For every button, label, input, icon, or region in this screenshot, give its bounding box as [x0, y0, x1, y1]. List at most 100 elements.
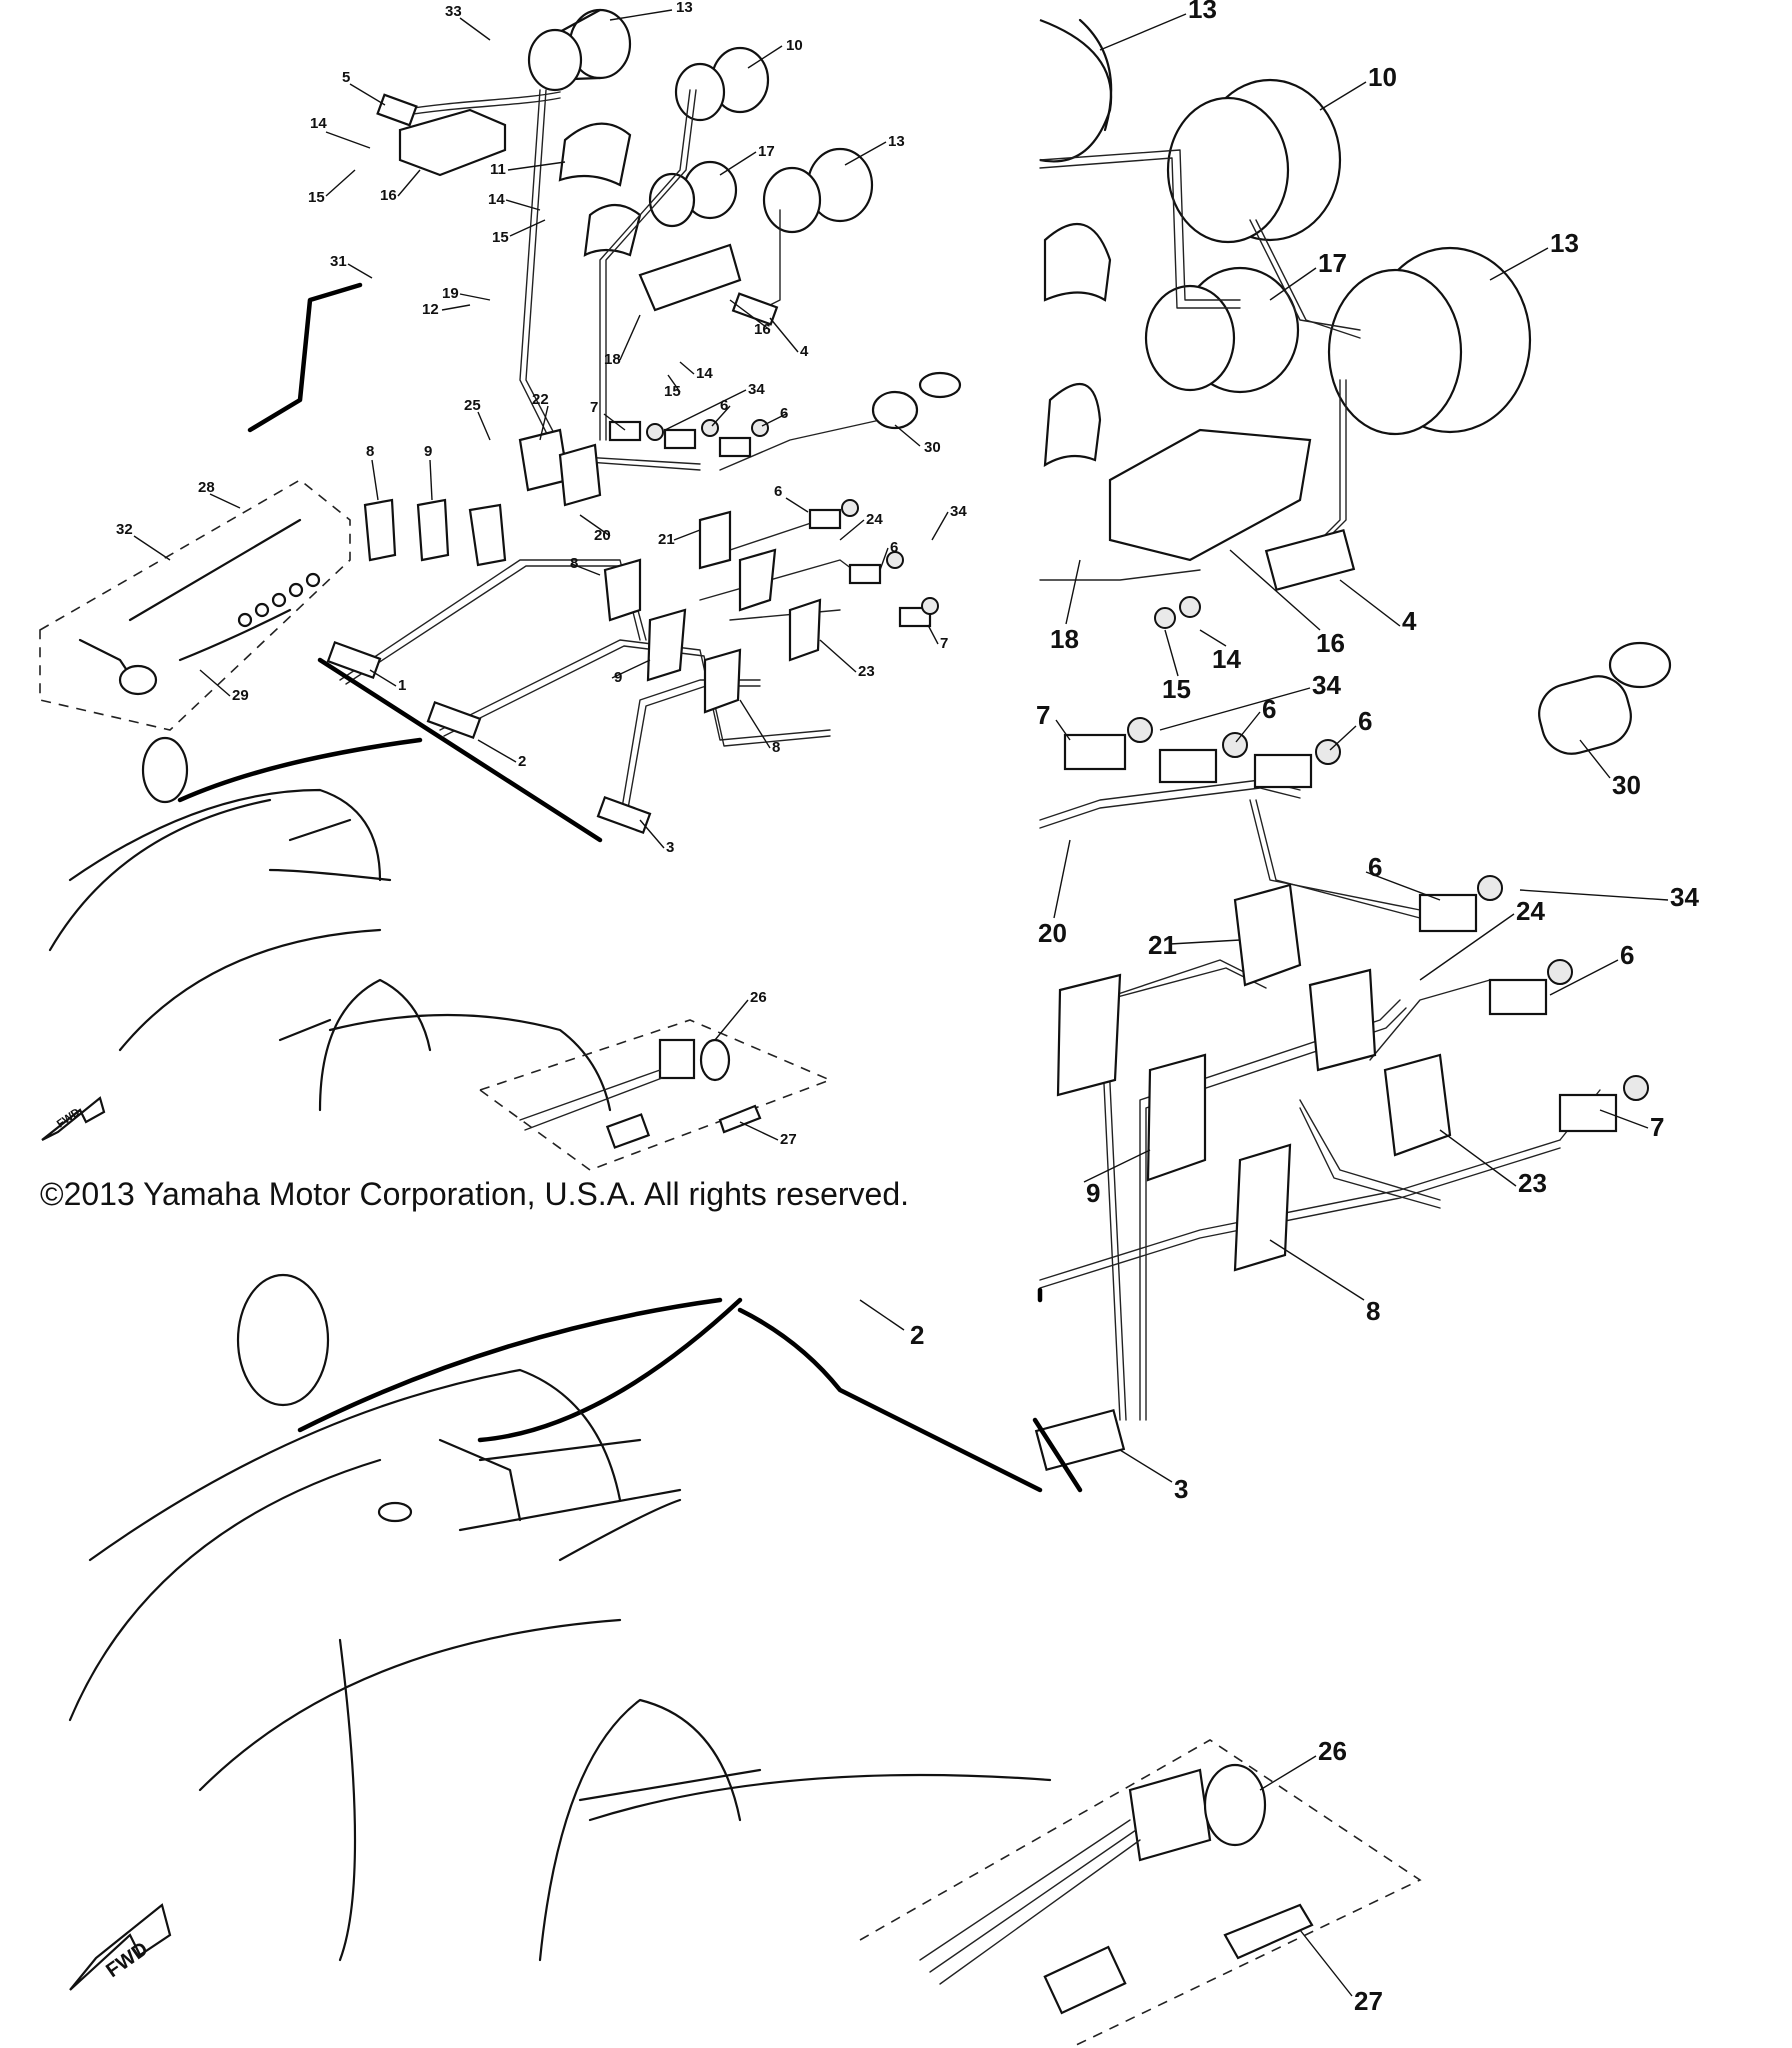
leader-line [679, 361, 695, 375]
label-29: 29 [232, 687, 249, 704]
label-30: 30 [924, 439, 941, 456]
leader-line [747, 45, 783, 69]
label-26: 26 [750, 989, 767, 1006]
leader-line [539, 405, 549, 441]
label-34: 34 [748, 381, 765, 398]
label-8: 8 [570, 555, 578, 572]
main-switch-subassembly [478, 1019, 833, 1171]
label-14: 14 [1212, 644, 1241, 674]
label-8: 8 [366, 443, 374, 460]
leader-line [209, 493, 241, 509]
fuel-meter [674, 46, 770, 122]
label-8: 8 [772, 739, 780, 756]
label-15: 15 [308, 189, 325, 206]
leader-line [931, 511, 949, 541]
leader-line [1199, 629, 1227, 647]
leader-line [477, 739, 517, 763]
leader-line [769, 317, 799, 353]
leader-line [505, 199, 541, 211]
leader-line [371, 459, 379, 501]
speedometer-large [1039, 18, 1113, 163]
sender-subassembly [39, 479, 351, 731]
label-17: 17 [1318, 248, 1347, 278]
fwd-arrow-large [69, 1903, 172, 1991]
leader-line [603, 413, 626, 431]
leader-line [611, 659, 651, 679]
leader-line [1299, 1929, 1353, 1997]
label-28: 28 [198, 479, 215, 496]
leader-line [571, 563, 601, 576]
leader-line [1365, 871, 1441, 901]
fwd-arrow-small [41, 1096, 106, 1141]
leader-line [1235, 711, 1261, 743]
leader-line [1519, 889, 1669, 901]
label-23: 23 [1518, 1168, 1547, 1198]
leader-line [579, 514, 611, 537]
cap-large [1538, 641, 1672, 755]
speedometer-meter [527, 8, 632, 92]
label-21: 21 [658, 531, 675, 548]
label-8: 8 [1366, 1296, 1380, 1326]
connectors [326, 93, 939, 835]
leader-line [347, 263, 373, 279]
leader-line [1119, 1449, 1173, 1483]
harness-base-line [317, 657, 603, 843]
label-11: 11 [490, 161, 506, 178]
meter-bracket [638, 243, 742, 312]
label-7: 7 [940, 635, 948, 652]
tachometer-large [1327, 246, 1532, 436]
leader-line [349, 83, 386, 106]
leader-line [133, 535, 171, 561]
meter-bracket-large [1108, 428, 1312, 562]
part-labels-large: 13 10 17 13 18 16 4 14 15 7 34 6 6 30 20… [102, 0, 1699, 2016]
detail-diagram [1032, 18, 1672, 1493]
leader-line [507, 161, 566, 171]
label-3: 3 [1174, 1474, 1188, 1504]
leader-line [1099, 13, 1187, 51]
leader-line [325, 131, 371, 149]
leader-line [609, 9, 673, 21]
hose [247, 282, 363, 433]
switch-group-large [1056, 883, 1452, 1272]
label-13: 13 [888, 133, 905, 150]
leader-line [369, 669, 397, 687]
fuel-meter-large [1166, 78, 1342, 244]
tachometer-meter [762, 147, 874, 234]
leader-line [1579, 739, 1611, 779]
label-7: 7 [1036, 700, 1050, 730]
leader-line [739, 699, 771, 749]
label-7: 7 [590, 399, 598, 416]
label-6: 6 [1262, 694, 1276, 724]
label-30: 30 [1612, 770, 1641, 800]
leader-line [711, 405, 731, 427]
label-2: 2 [518, 753, 526, 770]
leader-line [397, 169, 421, 197]
label-15: 15 [1162, 674, 1191, 704]
leader-line [1549, 959, 1619, 996]
leader-line [1083, 1149, 1151, 1183]
meter-hood [558, 122, 642, 257]
leader-line [619, 314, 641, 361]
label-1: 1 [398, 677, 406, 694]
copyright-notice: ©2013 Yamaha Motor Corporation, U.S.A. A… [40, 1176, 910, 1212]
leader-line [1489, 247, 1549, 281]
leader-line [719, 151, 757, 176]
label-34: 34 [1670, 882, 1699, 912]
label-25: 25 [464, 397, 481, 414]
leader-line [1229, 549, 1321, 631]
fwd-label-small: FWD [55, 1106, 82, 1130]
label-24: 24 [1516, 896, 1545, 926]
label-20: 20 [594, 527, 611, 544]
leader-line [459, 17, 491, 41]
leader-line [441, 304, 471, 311]
leader-line [459, 293, 491, 301]
main-switch-large [859, 1739, 1422, 2048]
label-6: 6 [890, 539, 898, 556]
leader-line [664, 389, 747, 431]
label-15: 15 [492, 229, 509, 246]
label-16: 16 [754, 321, 771, 338]
label-18: 18 [604, 351, 621, 368]
leader-line [859, 1299, 905, 1331]
label-6: 6 [720, 397, 728, 414]
leader-line [819, 639, 857, 673]
